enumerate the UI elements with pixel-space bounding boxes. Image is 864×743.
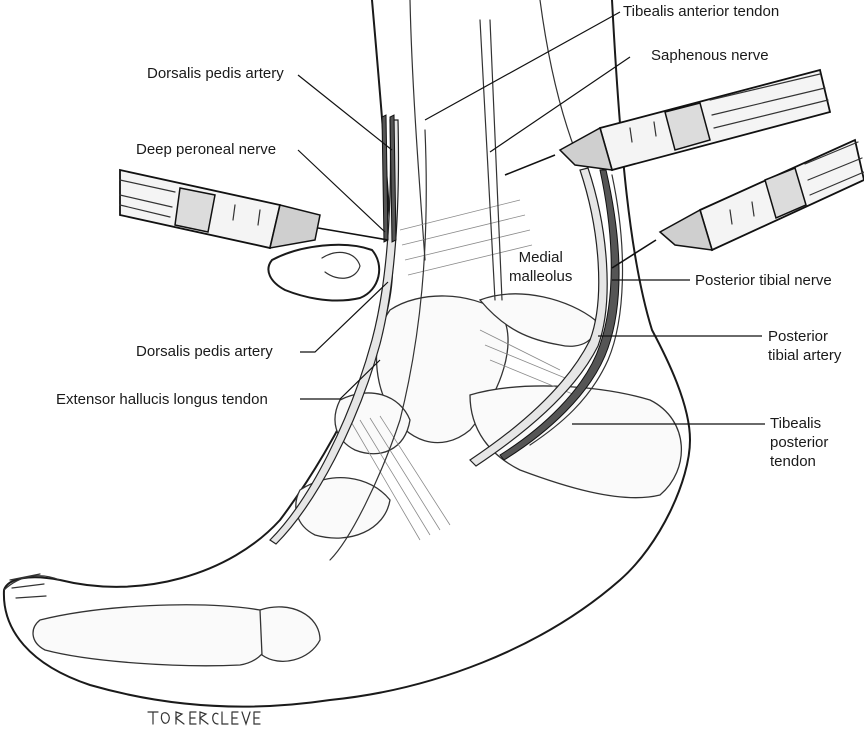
label-posterior-tibial-nerve: Posterior tibial nerve [695,272,832,289]
label-extensor-hallucis-longus-tendon: Extensor hallucis longus tendon [56,391,268,408]
label-deep-peroneal-nerve: Deep peroneal nerve [136,141,277,158]
artist-signature [147,711,261,726]
label-leader-lines [297,11,765,425]
label-dorsalis-pedis-artery-top: Dorsalis pedis artery [147,65,284,82]
label-posterior-tibial-artery: Posterior tibial artery [768,328,842,364]
label-medial-malleolus: Medial malleolus [509,249,573,285]
anterior-structures [269,19,503,561]
label-tibealis-posterior-tendon: Tibealis posterior tendon [770,415,829,470]
label-tibealis-anterior-tendon: Tibealis anterior tendon [623,3,780,20]
posterior-structures [469,167,624,467]
label-saphenous-nerve: Saphenous nerve [651,47,769,64]
syringe-upper-right [504,68,832,176]
syringe-lower-right [611,138,864,269]
ligament-fibers [349,199,576,541]
label-dorsalis-pedis-artery-bottom: Dorsalis pedis artery [136,343,273,360]
syringe-left [119,168,389,250]
foot-bones [32,293,682,667]
thumb [267,243,381,302]
